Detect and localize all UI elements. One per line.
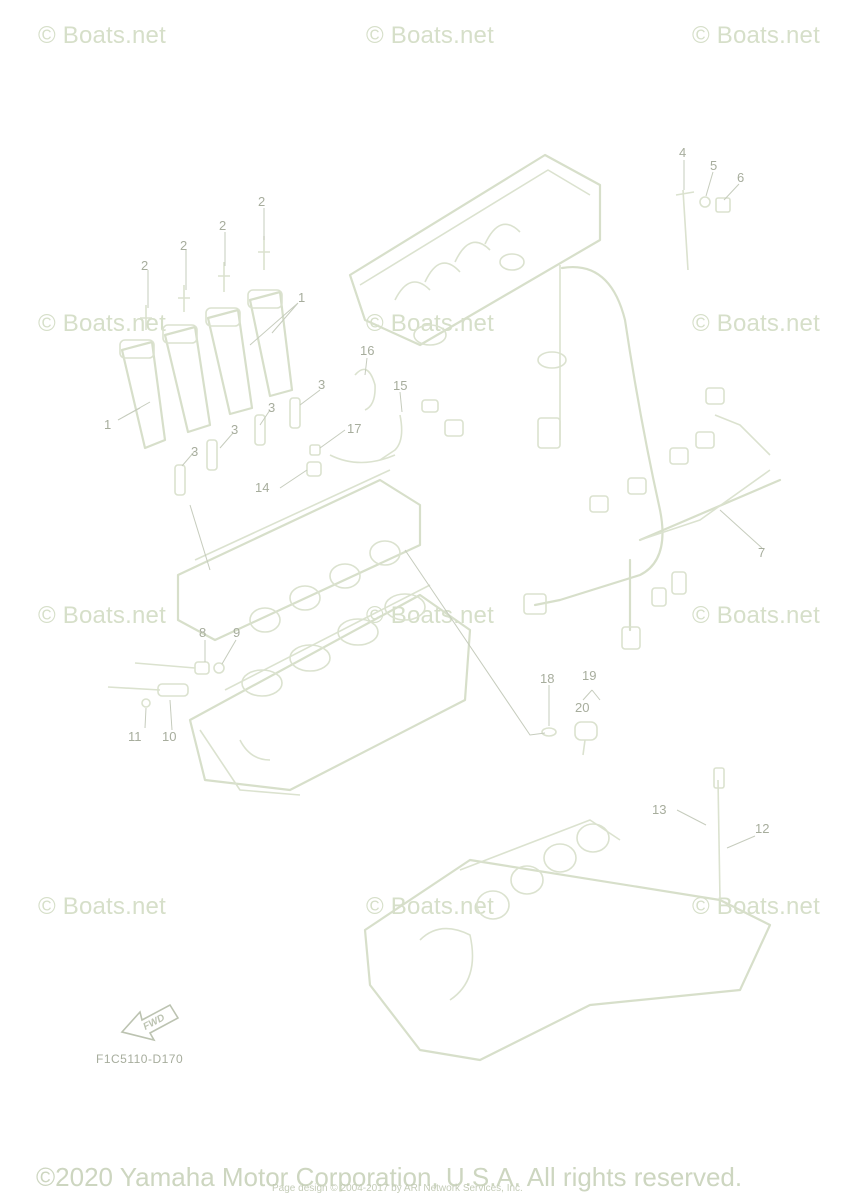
watermark: © Boats.net bbox=[692, 22, 820, 49]
callout-3: 3 bbox=[318, 377, 326, 392]
wiring-harness bbox=[523, 265, 782, 650]
watermark: © Boats.net bbox=[38, 602, 166, 629]
callout-11: 11 bbox=[128, 729, 142, 744]
callout-3: 3 bbox=[191, 444, 199, 459]
callout-10: 10 bbox=[162, 729, 177, 744]
fwd-label: FWD bbox=[142, 1012, 167, 1032]
diagram-code: F1C5110-D170 bbox=[96, 1052, 184, 1066]
fwd-arrow-icon: FWD bbox=[120, 1003, 180, 1042]
watermark: © Boats.net bbox=[692, 310, 820, 337]
watermark: © Boats.net bbox=[38, 22, 166, 49]
copyright-notice: ©2020 Yamaha Motor Corporation, U.S.A. A… bbox=[36, 1162, 743, 1192]
callout-18: 18 bbox=[540, 671, 555, 686]
callout-1: 1 bbox=[104, 417, 112, 432]
callout-3: 3 bbox=[231, 422, 239, 437]
ignition-coils bbox=[119, 289, 294, 450]
spark-plugs bbox=[174, 397, 301, 496]
sensors-left bbox=[107, 661, 225, 708]
leader-lines bbox=[117, 160, 763, 849]
callout-19: 19 bbox=[582, 668, 597, 683]
sensor-18-20 bbox=[541, 721, 598, 756]
bolt-assembly-4-5-6 bbox=[675, 189, 731, 271]
callout-9: 9 bbox=[233, 625, 241, 640]
intake-manifold bbox=[348, 153, 602, 347]
watermark: © Boats.net bbox=[38, 310, 166, 337]
callout-15: 15 bbox=[393, 378, 408, 393]
callout-2: 2 bbox=[258, 194, 266, 209]
watermark: © Boats.net bbox=[692, 602, 820, 629]
callout-5: 5 bbox=[710, 158, 718, 173]
callout-2: 2 bbox=[180, 238, 188, 253]
callout-14: 14 bbox=[255, 480, 270, 495]
engine-block bbox=[188, 584, 472, 796]
cylinder-head bbox=[176, 469, 422, 642]
coil-bolts bbox=[140, 236, 270, 330]
watermark: © Boats.net bbox=[692, 893, 820, 920]
callout-2: 2 bbox=[219, 218, 227, 233]
page-design-notice: Page design © 2004-2017 by ARI Network S… bbox=[272, 1183, 523, 1194]
callout-17: 17 bbox=[347, 421, 362, 436]
exhaust-manifold bbox=[363, 767, 772, 1062]
callout-20: 20 bbox=[575, 700, 590, 715]
callout-8: 8 bbox=[199, 625, 207, 640]
callout-4: 4 bbox=[679, 145, 687, 160]
sensors-top bbox=[306, 368, 464, 477]
callout-16: 16 bbox=[360, 343, 375, 358]
callout-6: 6 bbox=[737, 170, 745, 185]
callout-12: 12 bbox=[755, 821, 770, 836]
callout-1: 1 bbox=[298, 290, 306, 305]
callout-7: 7 bbox=[758, 545, 766, 560]
callout-2: 2 bbox=[141, 258, 149, 273]
callout-13: 13 bbox=[652, 802, 667, 817]
callout-3: 3 bbox=[268, 400, 276, 415]
watermark: © Boats.net bbox=[366, 22, 494, 49]
watermark: © Boats.net bbox=[38, 893, 166, 920]
